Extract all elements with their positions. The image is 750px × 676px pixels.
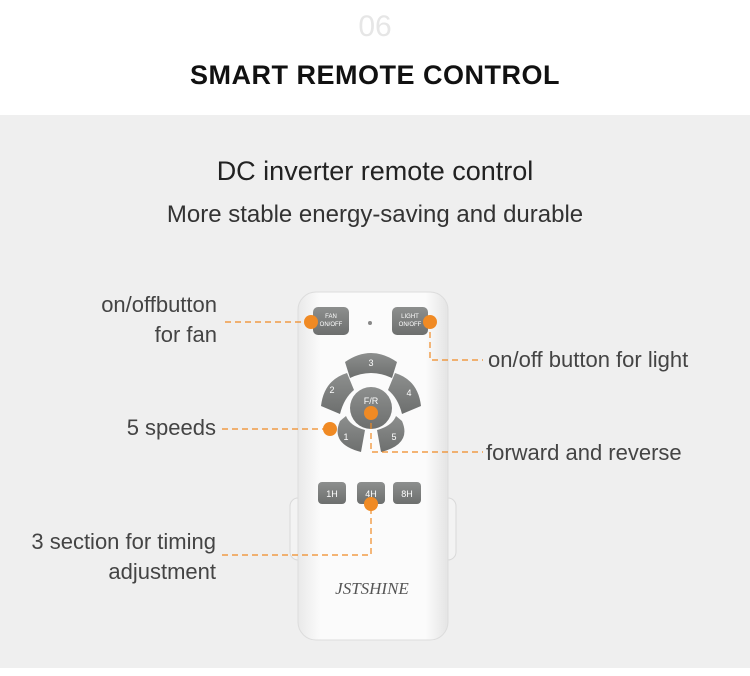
leader-forward-reverse	[370, 413, 483, 453]
dot-speeds	[323, 422, 337, 436]
fan-onoff-button[interactable]: FAN ON/OFF	[313, 307, 349, 335]
dot-fan	[304, 315, 318, 329]
speed-1-button[interactable]	[337, 416, 365, 452]
leader-lines	[222, 321, 483, 556]
subheadline: More stable energy-saving and durable	[166, 201, 584, 228]
section-number: 06	[358, 10, 392, 43]
timer-8h-label: 8H	[401, 489, 413, 499]
callout-fan-line1: on/offbutton	[101, 292, 217, 317]
headline: DC inverter remote control	[216, 156, 534, 186]
speed-5-label: 5	[391, 432, 396, 442]
light-onoff-button[interactable]: LIGHT ON/OFF	[392, 307, 428, 335]
light-button-label-1: LIGHT	[401, 314, 419, 320]
leader-light	[429, 322, 483, 361]
timer-1h-label: 1H	[326, 489, 338, 499]
dot-light	[423, 315, 437, 329]
bottom-strip	[0, 668, 750, 676]
speed-4-button[interactable]	[388, 373, 421, 414]
speed-3-button[interactable]	[345, 353, 397, 378]
timer-row	[318, 482, 421, 504]
header-band	[0, 0, 750, 115]
led-indicator	[368, 321, 372, 325]
timer-4h-button[interactable]	[357, 482, 385, 504]
speed-2-button[interactable]	[321, 373, 354, 414]
callout-fan-line2: for fan	[154, 322, 217, 347]
dot-timing	[364, 497, 378, 511]
fan-button-label-2: ON/OFF	[320, 322, 343, 328]
timer-8h-button[interactable]	[393, 482, 421, 504]
brand-logo: JSTSHINE	[335, 579, 409, 598]
fan-button-label-1: FAN	[325, 314, 337, 320]
timer-1h-button[interactable]	[318, 482, 346, 504]
leader-timing	[222, 504, 372, 556]
callout-speeds: 5 speeds	[126, 415, 216, 440]
fr-label: F/R	[364, 396, 379, 406]
timer-4h-label: 4H	[365, 489, 377, 499]
callout-fan: on/offbutton for fan	[40, 290, 217, 350]
callout-timing-line2: adjustment	[108, 559, 216, 584]
speed-4-label: 4	[406, 388, 411, 398]
speed-1-label: 1	[343, 432, 348, 442]
dot-forward-reverse	[364, 406, 378, 420]
callout-timing: 3 section for timing adjustment	[0, 527, 216, 587]
speed-2-label: 2	[329, 385, 334, 395]
callout-dots	[304, 315, 437, 511]
light-button-label-2: ON/OFF	[399, 322, 422, 328]
speed-3-label: 3	[368, 358, 373, 368]
speed-5-button[interactable]	[377, 416, 405, 452]
callout-forward-reverse: forward and reverse	[486, 440, 682, 465]
callout-timing-line1: 3 section for timing	[31, 529, 216, 554]
callout-light: on/off button for light	[488, 347, 689, 372]
page-title: SMART REMOTE CONTROL	[190, 60, 560, 90]
